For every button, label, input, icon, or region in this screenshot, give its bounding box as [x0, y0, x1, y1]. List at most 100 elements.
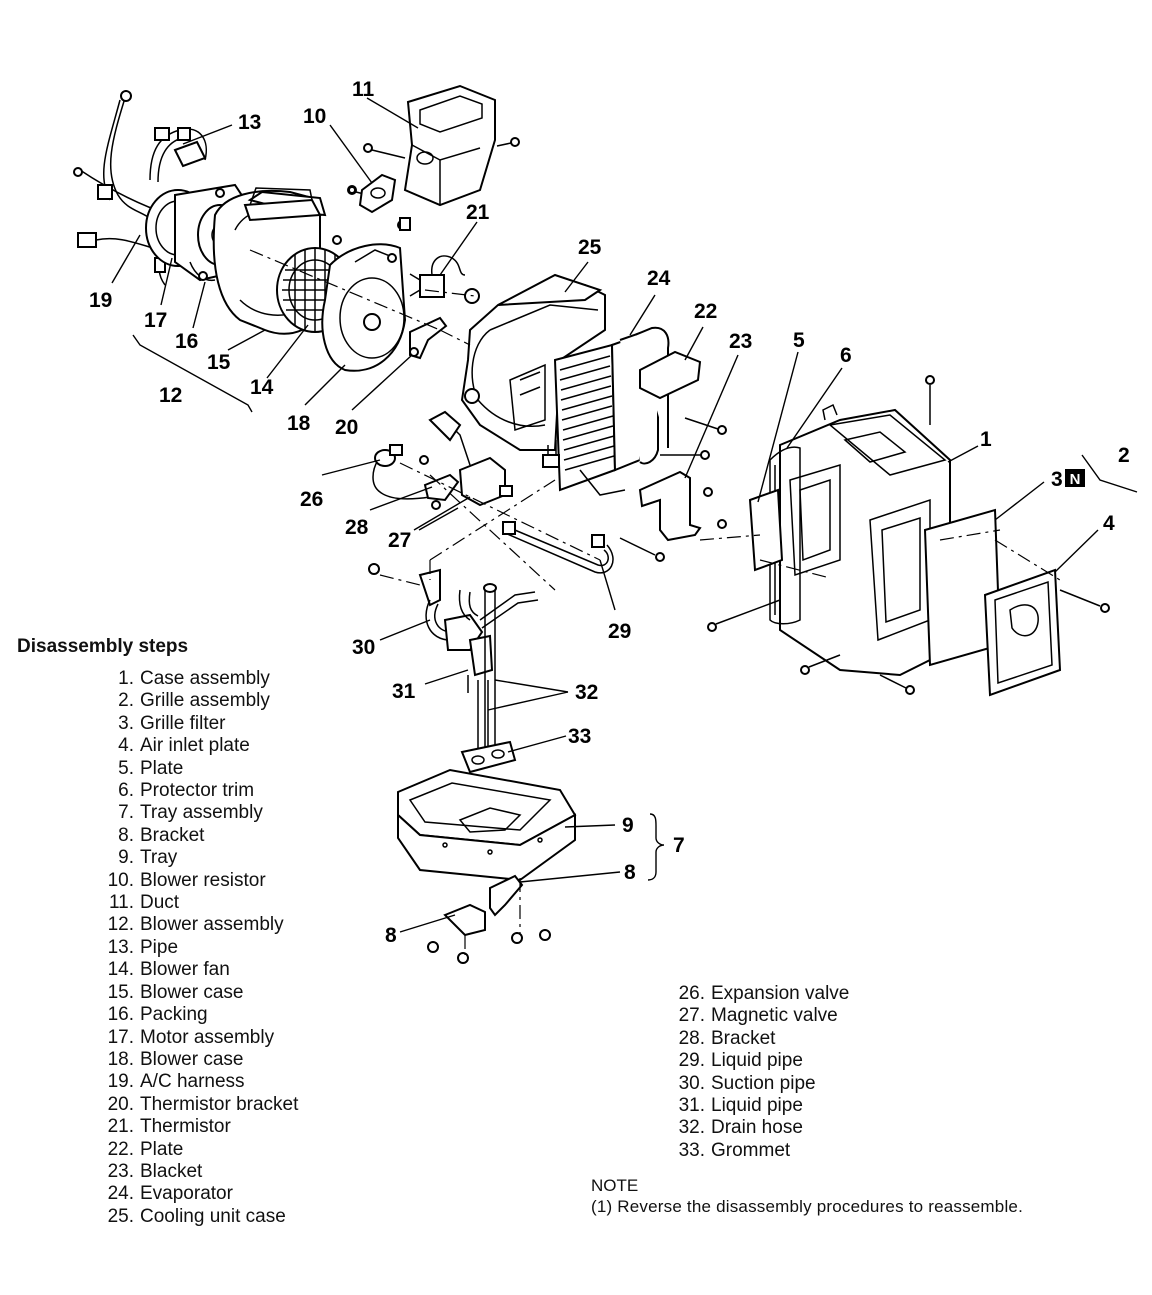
callout-2: 2 — [1118, 444, 1130, 467]
callout-9: 9 — [622, 814, 634, 837]
callout-3-badge: N — [1070, 471, 1081, 488]
callout-5: 5 — [793, 329, 805, 352]
callout-labels: 1 2 3 N 4 5 6 7 8 8 9 10 11 12 13 14 15 … — [89, 78, 1130, 947]
long-bolts — [619, 537, 665, 562]
liquid-pipe-29 — [502, 521, 614, 574]
callout-12: 12 — [159, 384, 182, 407]
callout-32: 32 — [575, 681, 598, 704]
callout-21: 21 — [466, 201, 490, 224]
list-item: 16.Packing — [107, 1004, 208, 1026]
callout-17: 17 — [144, 309, 167, 332]
note-text: (1) Reverse the disassembly procedures t… — [591, 1197, 1024, 1216]
callout-6: 6 — [840, 344, 852, 367]
drain-hose — [477, 583, 497, 760]
callout-4: 4 — [1103, 512, 1115, 535]
list-item: 12.Blower assembly — [107, 914, 284, 936]
list-item: 28.Bracket — [678, 1027, 776, 1049]
callout-30: 30 — [352, 636, 375, 659]
duct — [363, 84, 520, 207]
list-item: 15.Blower case — [107, 981, 244, 1003]
callout-24: 24 — [647, 267, 671, 290]
list-item: 27.Magnetic valve — [678, 1005, 838, 1027]
bracket-28 — [419, 455, 460, 510]
callout-33: 33 — [568, 725, 591, 748]
list-item: 13.Pipe — [107, 936, 179, 958]
liquid-pipe-31 — [467, 591, 539, 693]
list-item: 14.Blower fan — [107, 959, 230, 981]
grommet — [460, 740, 517, 774]
steps-title: Disassembly steps — [17, 636, 189, 657]
thermistor-bracket — [409, 316, 448, 360]
list-item: 9.Tray — [118, 847, 178, 869]
callout-7: 7 — [673, 834, 685, 857]
magnetic-valve — [428, 410, 513, 507]
callout-13: 13 — [238, 111, 261, 134]
list-item: 1.Case assembly — [118, 668, 270, 689]
list-item: 3.Grille filter — [118, 712, 226, 734]
callout-3: 3 — [1051, 468, 1063, 491]
list-item: 30.Suction pipe — [678, 1072, 816, 1094]
callout-8b: 8 — [385, 924, 397, 947]
blower-case-15-flange — [243, 187, 322, 222]
group-7-brace — [647, 813, 665, 881]
list-item: 20.Thermistor bracket — [107, 1093, 299, 1115]
assembly-center-lines — [249, 249, 1061, 955]
blower-resistor — [348, 173, 397, 214]
callout-26: 26 — [300, 488, 323, 511]
callout-22: 22 — [694, 300, 717, 323]
callout-16: 16 — [175, 330, 198, 353]
callout-19: 19 — [89, 289, 112, 312]
plate-5 — [717, 488, 784, 572]
tray — [397, 768, 577, 882]
list-item: 21.Thermistor — [107, 1116, 231, 1138]
list-item: 17.Motor assembly — [107, 1026, 275, 1048]
list-item: 5.Plate — [118, 757, 184, 779]
blower-case-18 — [321, 243, 407, 372]
list-item: 6.Protector trim — [118, 780, 255, 802]
list-item: 18.Blower case — [107, 1048, 244, 1070]
callout-23: 23 — [729, 330, 752, 353]
list-item: 29.Liquid pipe — [678, 1050, 803, 1072]
note-heading: NOTE — [591, 1176, 639, 1195]
list-item: 8.Bracket — [118, 824, 205, 846]
pipe-13 — [149, 127, 207, 183]
callout-27: 27 — [388, 529, 411, 552]
new-part-badge — [1065, 469, 1085, 487]
steps-list-continued: 26.Expansion valve 27.Magnetic valve 28.… — [610, 983, 850, 1162]
callout-14: 14 — [250, 376, 274, 399]
list-item: 23.Blacket — [107, 1160, 203, 1182]
callout-25: 25 — [578, 236, 602, 259]
thermistor — [399, 217, 466, 298]
blower-group-bracket — [132, 334, 253, 413]
expansion-valve — [372, 444, 431, 500]
air-inlet-plate — [983, 568, 1110, 697]
evaporator — [542, 326, 670, 496]
plate-22 — [639, 350, 702, 400]
callout-10: 10 — [303, 105, 326, 128]
leader-lines — [111, 97, 1138, 933]
list-item: 31.Liquid pipe — [678, 1095, 803, 1117]
case-screws — [707, 599, 915, 695]
note: NOTE (1) Reverse the disassembly procedu… — [591, 1175, 1023, 1217]
callout-29: 29 — [608, 620, 631, 643]
callout-11: 11 — [352, 78, 375, 101]
list-item: 26.Expansion valve — [678, 983, 850, 1004]
list-item: 4.Air inlet plate — [118, 735, 250, 757]
bracket-23 — [638, 417, 727, 542]
list-item: 19.A/C harness — [107, 1071, 245, 1093]
callout-15: 15 — [207, 351, 231, 374]
list-item: 7.Tray assembly — [118, 802, 263, 824]
callout-31: 31 — [392, 680, 416, 703]
callout-8a: 8 — [624, 861, 636, 884]
list-item: 32.Drain hose — [678, 1117, 803, 1139]
callout-20: 20 — [335, 416, 358, 439]
list-item: 10.Blower resistor — [107, 869, 266, 891]
bracket-8 — [427, 874, 551, 964]
list-item: 25.Cooling unit case — [107, 1205, 286, 1227]
steps-list: 1.Case assembly 2.Grille assembly 3.Gril… — [0, 668, 299, 1228]
callout-28: 28 — [345, 516, 369, 539]
list-item: 11.Duct — [108, 892, 180, 914]
list-item: 22.Plate — [107, 1138, 184, 1160]
callout-18: 18 — [287, 412, 311, 435]
